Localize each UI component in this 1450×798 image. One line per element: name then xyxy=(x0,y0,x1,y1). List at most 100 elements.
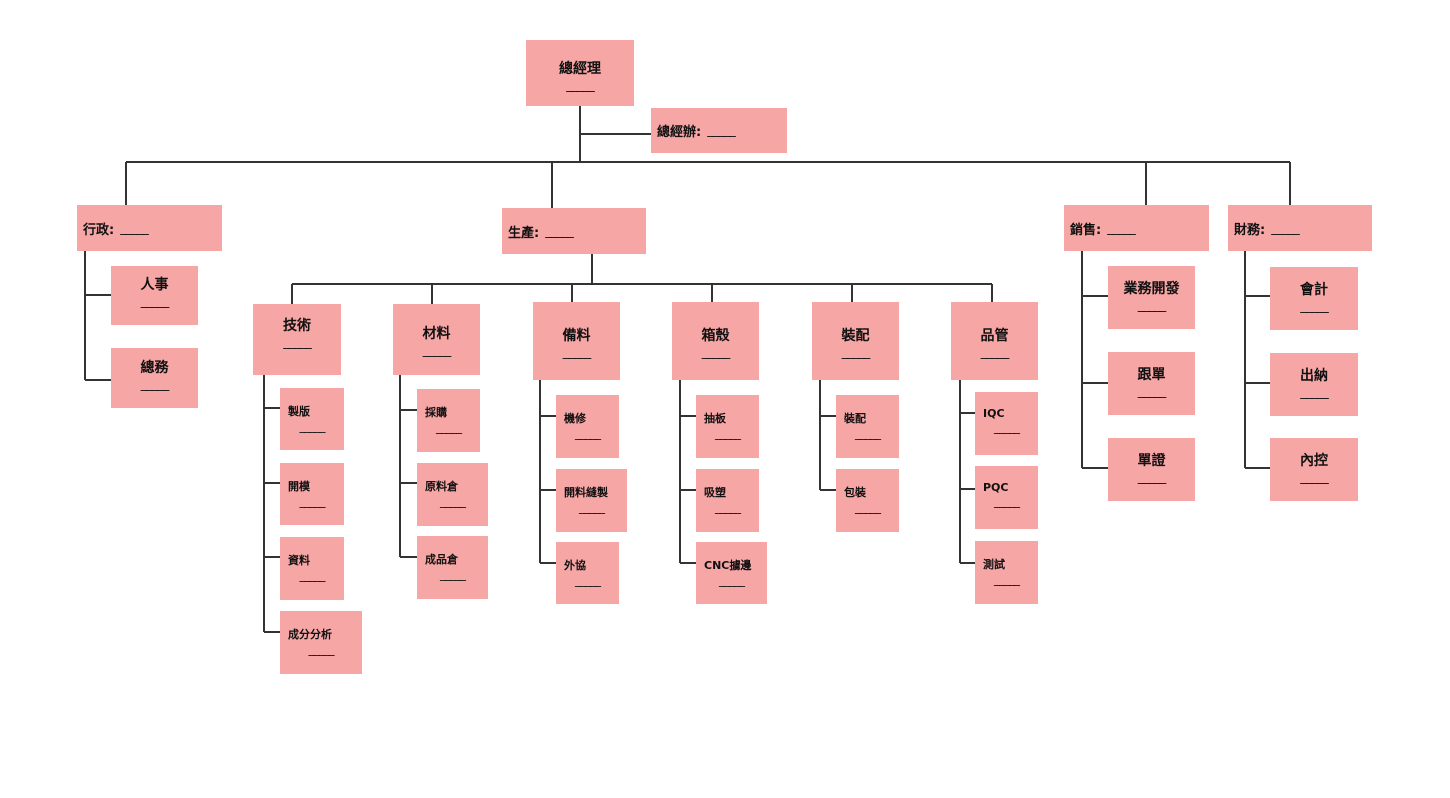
production-unit-box: 品管 _____ xyxy=(951,302,1038,380)
sales-dept-label: 銷售: xyxy=(1070,222,1102,238)
tech-subunit-label: 製版 xyxy=(288,405,310,418)
case-subunit-box: CNC擄邊 _____ xyxy=(696,542,767,604)
unit-name-blank: _____ xyxy=(283,335,311,350)
qc-subunit-box: PQC _____ xyxy=(975,466,1038,529)
production-unit-box: 裝配 _____ xyxy=(812,302,899,380)
unit-name-blank: _____ xyxy=(562,345,591,360)
sales-unit-box: 業務開發 _____ xyxy=(1108,266,1195,329)
unit-name-blank: _____ xyxy=(994,420,1020,434)
assembly-subunit-label: 包裝 xyxy=(844,486,866,499)
tech-subunit-label: 開模 xyxy=(288,480,310,493)
admin-unit-label: 人事 xyxy=(140,277,169,293)
unit-name-blank: _____ xyxy=(440,567,466,581)
unit-name-blank: _____ xyxy=(715,426,741,440)
unit-name-blank: _____ xyxy=(855,500,881,514)
sales-dept-box: 銷售: _____ xyxy=(1064,205,1209,251)
material-subunit-label: 原料倉 xyxy=(425,480,458,493)
qc-subunit-label: PQC xyxy=(983,481,1009,494)
general-manager-box: 總經理 _____ xyxy=(526,40,634,106)
gm-office-label: 總經辦: xyxy=(657,125,702,140)
unit-name-blank: _____ xyxy=(422,343,451,358)
material-subunit-box: 採購 _____ xyxy=(417,389,480,452)
tech-subunit-box: 開模 _____ xyxy=(280,463,344,525)
qc-subunit-box: IQC _____ xyxy=(975,392,1038,455)
assembly-subunit-box: 裝配 _____ xyxy=(836,395,899,458)
general-manager-name-blank: _____ xyxy=(566,78,594,93)
unit-name-blank: _____ xyxy=(1137,298,1166,313)
prep-subunit-label: 開料縫製 xyxy=(564,486,608,499)
unit-name-blank: _____ xyxy=(1137,384,1166,399)
material-subunit-label: 成品倉 xyxy=(425,553,458,566)
case-subunit-label: 吸塑 xyxy=(704,486,726,499)
prep-subunit-label: 機修 xyxy=(564,412,586,425)
sales-unit-label: 業務開發 xyxy=(1123,281,1180,297)
production-unit-label: 材料 xyxy=(422,326,451,342)
production-unit-label: 品管 xyxy=(980,328,1009,344)
unit-name-blank: _____ xyxy=(994,572,1020,586)
unit-name-blank: _____ xyxy=(841,345,870,360)
general-manager-label: 總經理 xyxy=(559,61,601,77)
case-subunit-label: CNC擄邊 xyxy=(704,559,752,572)
admin-unit-box: 總務 _____ xyxy=(111,348,198,408)
unit-name-blank: _____ xyxy=(140,294,169,309)
unit-name-blank: _____ xyxy=(1137,470,1166,485)
unit-name-blank: _____ xyxy=(140,377,169,392)
gm-office-name-blank: _____ xyxy=(707,123,735,138)
production-dept-label: 生產: xyxy=(508,225,540,241)
production-dept-box: 生產: _____ xyxy=(502,208,646,254)
admin-dept-label: 行政: xyxy=(83,222,115,238)
sales-unit-label: 跟單 xyxy=(1137,367,1166,383)
prep-subunit-label: 外協 xyxy=(564,559,586,572)
unit-name-blank: _____ xyxy=(575,573,601,587)
production-unit-box: 箱殼 _____ xyxy=(672,302,759,380)
unit-name-blank: _____ xyxy=(1300,299,1328,314)
unit-name-blank: _____ xyxy=(299,568,326,582)
sales-unit-box: 跟單 _____ xyxy=(1108,352,1195,415)
finance-dept-name-blank: _____ xyxy=(1271,220,1299,236)
qc-subunit-label: 測試 xyxy=(983,558,1005,571)
finance-unit-box: 內控 _____ xyxy=(1270,438,1358,501)
unit-name-blank: _____ xyxy=(579,500,605,514)
finance-unit-label: 會計 xyxy=(1300,282,1328,298)
production-dept-name-blank: _____ xyxy=(545,223,573,239)
tech-subunit-label: 成分分析 xyxy=(288,628,332,641)
unit-name-blank: _____ xyxy=(715,500,741,514)
unit-name-blank: _____ xyxy=(299,494,326,508)
admin-unit-box: 人事 _____ xyxy=(111,266,198,325)
unit-name-blank: _____ xyxy=(701,345,730,360)
finance-unit-box: 會計 _____ xyxy=(1270,267,1358,330)
finance-unit-label: 內控 xyxy=(1300,453,1328,469)
production-unit-label: 技術 xyxy=(283,318,311,334)
unit-name-blank: _____ xyxy=(719,573,745,587)
production-unit-box: 技術 _____ xyxy=(253,304,341,375)
sales-dept-name-blank: _____ xyxy=(1107,220,1135,236)
production-unit-label: 箱殼 xyxy=(701,328,730,344)
assembly-subunit-box: 包裝 _____ xyxy=(836,469,899,532)
production-unit-label: 裝配 xyxy=(841,328,870,344)
case-subunit-box: 抽板 _____ xyxy=(696,395,759,458)
admin-unit-label: 總務 xyxy=(140,360,169,376)
tech-subunit-box: 製版 _____ xyxy=(280,388,344,450)
unit-name-blank: _____ xyxy=(436,420,462,434)
prep-subunit-box: 機修 _____ xyxy=(556,395,619,458)
unit-name-blank: _____ xyxy=(994,494,1020,508)
prep-subunit-box: 開料縫製 _____ xyxy=(556,469,627,532)
unit-name-blank: _____ xyxy=(308,642,335,656)
unit-name-blank: _____ xyxy=(1300,385,1328,400)
finance-unit-label: 出納 xyxy=(1300,368,1328,384)
case-subunit-box: 吸塑 _____ xyxy=(696,469,759,532)
admin-dept-box: 行政: _____ xyxy=(77,205,222,251)
production-unit-label: 備料 xyxy=(562,328,591,344)
finance-dept-label: 財務: xyxy=(1234,222,1266,238)
production-unit-box: 材料 _____ xyxy=(393,304,480,375)
admin-dept-name-blank: _____ xyxy=(120,220,148,236)
tech-subunit-label: 資料 xyxy=(288,554,310,567)
prep-subunit-box: 外協 _____ xyxy=(556,542,619,604)
material-subunit-box: 成品倉 _____ xyxy=(417,536,488,599)
unit-name-blank: _____ xyxy=(299,419,326,433)
unit-name-blank: _____ xyxy=(855,426,881,440)
tech-subunit-box: 資料 _____ xyxy=(280,537,344,600)
unit-name-blank: _____ xyxy=(1300,470,1328,485)
material-subunit-label: 採購 xyxy=(425,406,447,419)
unit-name-blank: _____ xyxy=(575,426,601,440)
